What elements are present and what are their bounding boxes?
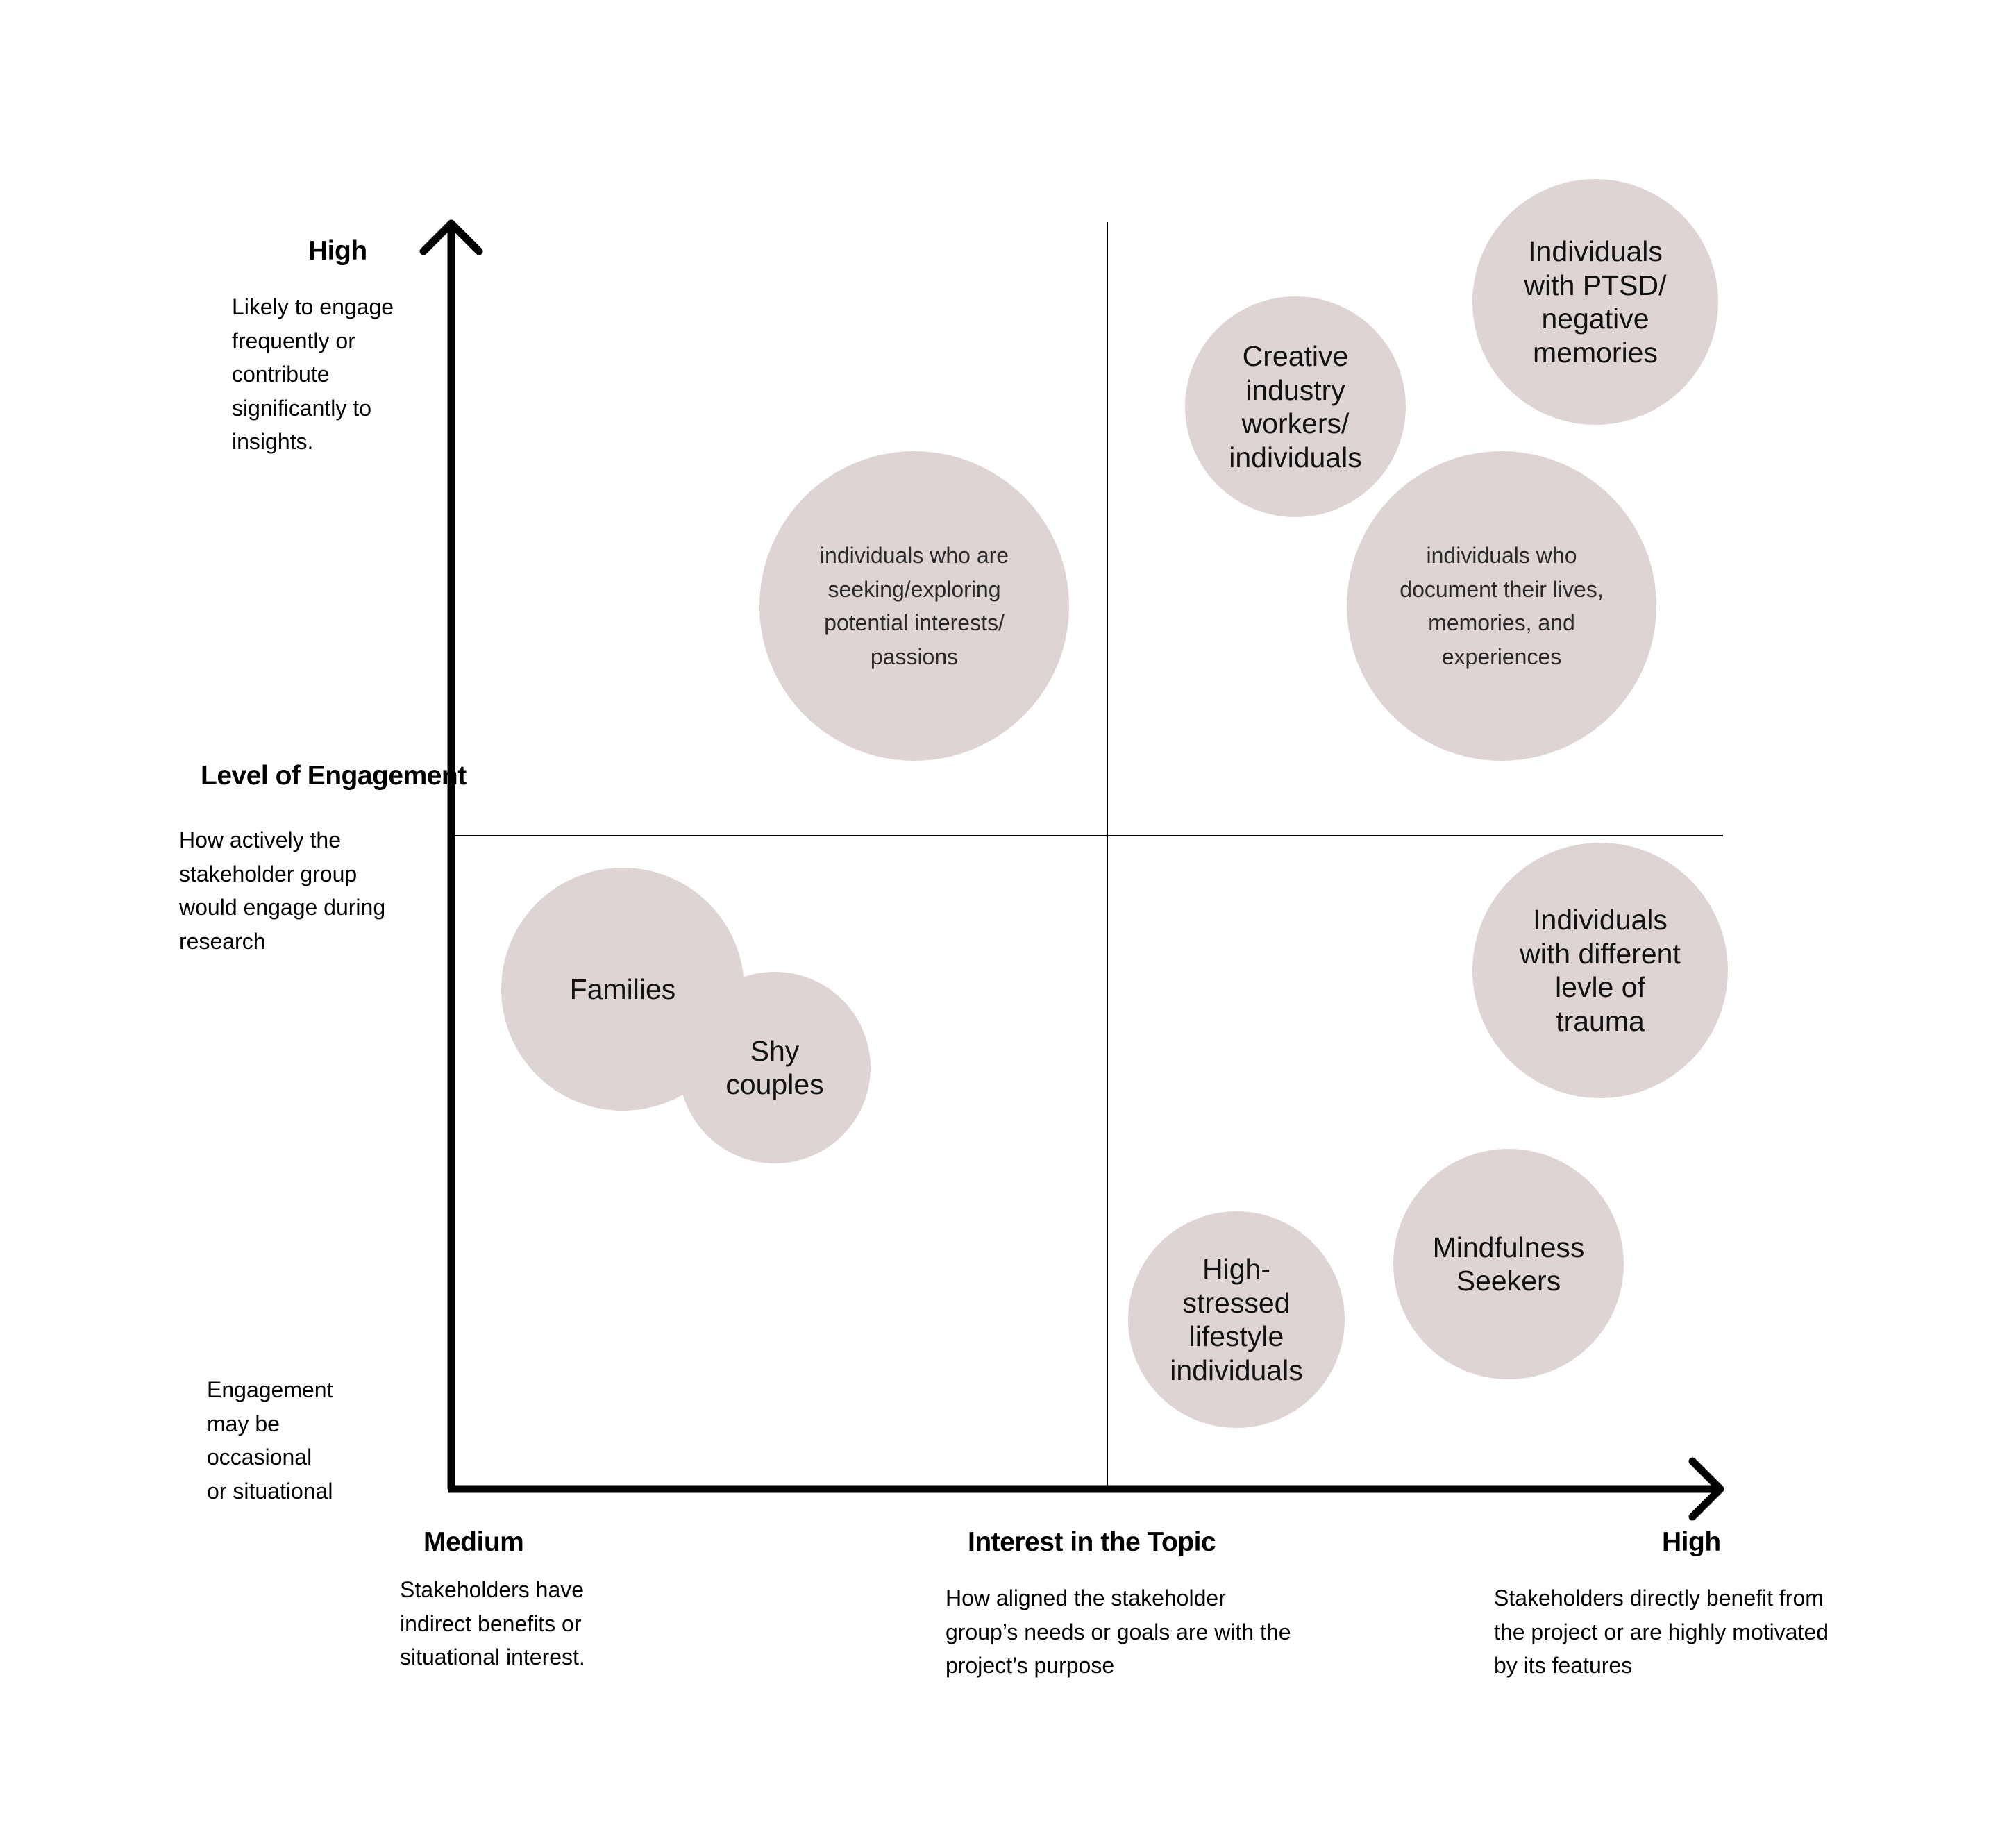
stakeholder-bubble-mindfulness: Mindfulness Seekers [1393,1149,1624,1379]
x-axis-high-description: Stakeholders directly benefit from the p… [1494,1585,1829,1678]
x-axis-high-label: High [1662,1527,1721,1557]
y-axis-low-description: Engagement may be occasional or situatio… [207,1377,333,1504]
stakeholder-label: Families [569,973,676,1005]
stakeholder-bubble-ptsd: Individuals with PTSD/ negative memories [1472,179,1718,425]
y-axis-high-description: Likely to engage frequently or contribut… [232,294,394,454]
x-axis-low-description: Stakeholders have indirect benefits or s… [400,1577,585,1669]
stakeholder-label: Shy couples [725,1034,824,1101]
stakeholder-bubble-creative: Creative industry workers/ individuals [1185,296,1406,517]
y-axis-description: How actively the stakeholder group would… [179,827,386,954]
stakeholder-label: Individuals with different levle of trau… [1520,904,1681,1037]
x-axis-arrowhead [1688,1457,1724,1521]
stakeholder-label: Creative industry workers/ individuals [1229,340,1362,473]
stakeholder-label: individuals who document their lives, me… [1400,543,1604,669]
y-axis-arrowhead [419,219,483,255]
x-axis-description: How aligned the stakeholder group’s need… [946,1585,1291,1678]
stakeholder-bubble-trauma: Individuals with different levle of trau… [1472,843,1728,1098]
stakeholder-bubble-stressed: High- stressed lifestyle individuals [1128,1211,1345,1428]
stakeholder-bubble-documenters: individuals who document their lives, me… [1347,451,1656,761]
y-axis-title: Level of Engagement [201,761,467,791]
stakeholder-label: Mindfulness Seekers [1432,1231,1585,1297]
stakeholder-bubble-explorers: individuals who are seeking/exploring po… [759,451,1069,761]
stakeholder-bubble-shy-couples: Shy couples [679,972,871,1163]
x-axis-title: Interest in the Topic [968,1527,1216,1557]
stakeholder-label: High- stressed lifestyle individuals [1170,1253,1303,1386]
x-axis-low-label: Medium [423,1527,524,1557]
y-axis-high-label: High [308,236,367,266]
stakeholder-label: Individuals with PTSD/ negative memories [1524,235,1667,369]
stakeholder-label: individuals who are seeking/exploring po… [819,543,1009,669]
